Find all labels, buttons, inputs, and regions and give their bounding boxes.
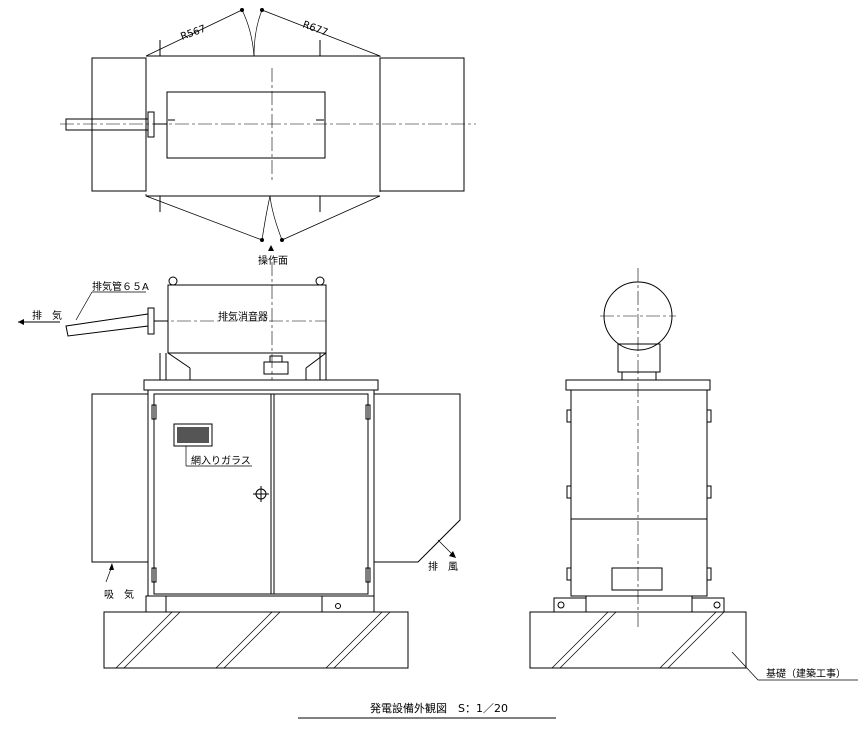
operation-face-marker xyxy=(268,245,274,251)
front-left-duct xyxy=(91,393,149,563)
plan-enclosure-dashed xyxy=(145,55,381,197)
side-view: 基礎（建築工事） xyxy=(529,268,858,681)
front-foundation xyxy=(103,611,409,669)
radius-label-1: R567 xyxy=(179,24,207,43)
plan-exhaust-pipe xyxy=(65,118,149,131)
wired-glass-label: 網入りガラス xyxy=(191,454,251,467)
drawing-title: 発電設備外観図 S：1／20 xyxy=(370,701,508,715)
intake-label: 吸 気 xyxy=(104,588,134,601)
side-foundation xyxy=(529,611,747,669)
exhaust-air-label: 排 風 xyxy=(428,560,458,573)
operation-face-label: 操作面 xyxy=(258,254,288,267)
front-top-plate xyxy=(143,379,379,391)
side-base-frame xyxy=(585,595,693,613)
plan-right-duct xyxy=(379,57,465,192)
side-enclosure xyxy=(570,389,708,597)
front-right-duct xyxy=(373,393,461,563)
exhaust-pipe-label: 排気管６５A xyxy=(92,280,149,293)
foundation-label: 基礎（建築工事） xyxy=(766,667,846,680)
radius-label-2: R677 xyxy=(301,19,329,38)
front-muffler xyxy=(167,284,327,354)
plan-left-duct xyxy=(91,57,147,192)
muffler-label: 排気消音器 xyxy=(218,310,268,323)
front-view: 網入りガラス 排気管６５A 排 気 排気消音器 吸 気 排 風 xyxy=(18,262,461,669)
plan-view: R567 R677 操作面 xyxy=(60,8,476,267)
front-exhaust-pipe xyxy=(65,313,149,337)
plan-generator xyxy=(166,91,326,159)
exhaust-label: 排 気 xyxy=(32,309,62,322)
